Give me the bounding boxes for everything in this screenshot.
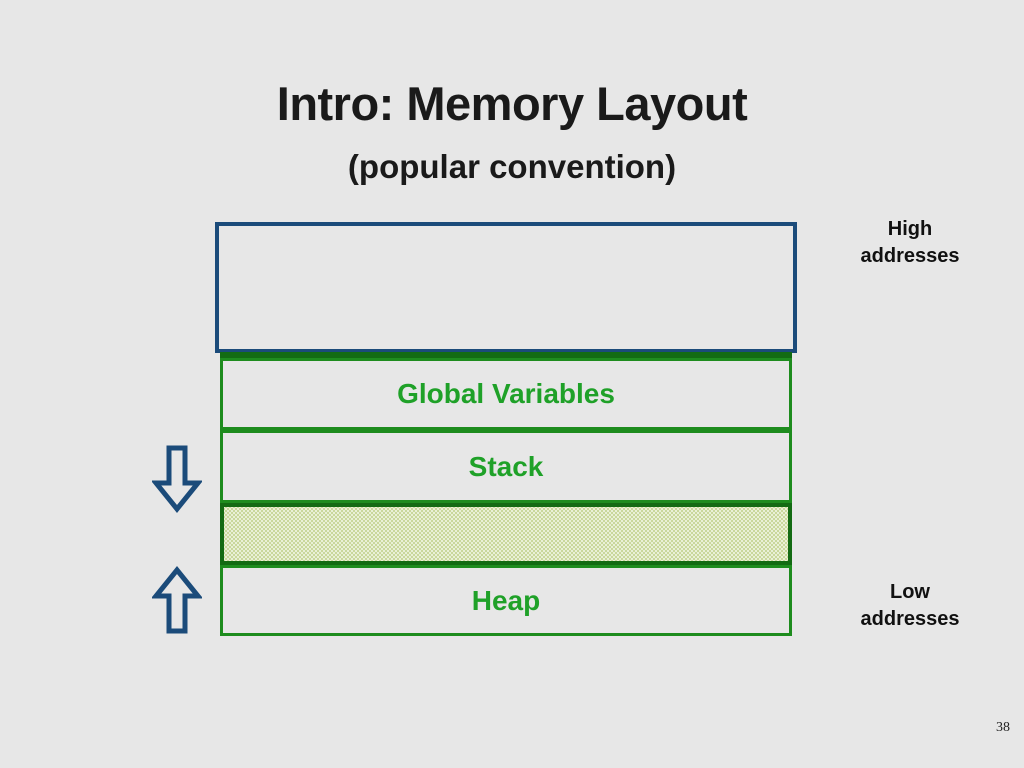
slide-subtitle: (popular convention): [347, 148, 677, 185]
low-addresses-label: Low addresses: [860, 581, 960, 630]
up-arrow-icon: [152, 566, 202, 634]
slide-title: Intro: Memory Layout: [276, 77, 748, 130]
heap-label: Heap: [471, 584, 541, 616]
high-addresses-label: High addresses: [860, 218, 960, 267]
memory-region-top-empty: [215, 222, 797, 353]
memory-region-heap: Heap: [220, 565, 792, 636]
memory-region-global-variables: Global Variables: [220, 358, 792, 430]
memory-region-stack: Stack: [220, 430, 792, 503]
down-arrow-icon: [152, 445, 202, 513]
stack-label: Stack: [468, 450, 544, 482]
memory-region-free-hatched: [220, 503, 792, 565]
slide-page-number: 38: [996, 720, 1010, 735]
global-variables-label: Global Variables: [397, 378, 615, 409]
dark-green-separator: [220, 352, 792, 358]
